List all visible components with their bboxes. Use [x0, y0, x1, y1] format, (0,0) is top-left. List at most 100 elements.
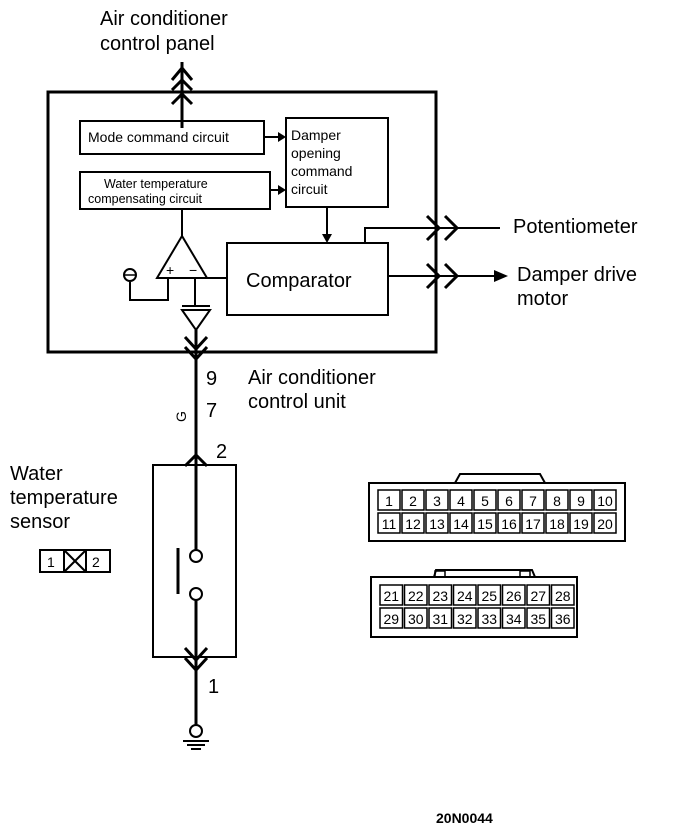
connector-b-pin-cell	[428, 607, 453, 629]
control-panel-label-1: Air conditioner	[100, 8, 228, 30]
connector-b-pin-label: 35	[530, 611, 546, 627]
pin-9-label: 9	[206, 368, 217, 390]
connector-a-pin-cell	[497, 512, 521, 534]
ground-icon	[183, 724, 209, 750]
connector-b-pin-label: 30	[408, 611, 424, 627]
damper-cmd-label-1: Damper	[291, 127, 341, 143]
potentiometer-label: Potentiometer	[513, 216, 638, 238]
connector-b-pin-label: 29	[383, 611, 399, 627]
connector-a-pin-label: 16	[501, 516, 517, 532]
connector-b-pin-label: 31	[432, 611, 448, 627]
op-amp-minus: −	[189, 262, 197, 278]
connector-b-pin-label: 25	[481, 588, 497, 604]
connector-b-pin-cell	[403, 584, 428, 606]
connector-a-pin-cell	[569, 512, 593, 534]
connector-a-pin-label: 20	[597, 516, 613, 532]
damper-cmd-label-2: opening	[291, 145, 341, 161]
sensor-label-3: sensor	[10, 511, 70, 533]
connector-b-pin-cell	[501, 607, 526, 629]
connector-a-pin-label: 15	[477, 516, 493, 532]
connector-b-pin-cell	[526, 584, 551, 606]
connector-a-pin-cell	[521, 489, 545, 511]
damper-to-comparator-arrow	[322, 207, 332, 243]
connector-a-pin-label: 3	[433, 493, 441, 509]
connector-b-pin-cell	[477, 584, 502, 606]
connector-b-pin-cell	[550, 584, 575, 606]
pin-1-label: 1	[208, 676, 219, 698]
damper-command-box	[285, 117, 389, 208]
connector-a-pin-label: 1	[385, 493, 393, 509]
damper-cmd-label-4: circuit	[291, 181, 328, 197]
connector-b-pin-label: 22	[408, 588, 424, 604]
connector-b-pin-label: 23	[432, 588, 448, 604]
water-to-damper-arrow	[270, 185, 286, 195]
connector-b-pin-label: 21	[383, 588, 399, 604]
damper-motor-connector	[388, 262, 508, 290]
thermo-switch	[176, 468, 203, 668]
connector-a-pin-cell	[569, 489, 593, 511]
sensor-label-1: Water	[10, 463, 63, 485]
connector-a-pin-label: 2	[409, 493, 417, 509]
connector-b-pin-cell	[477, 607, 502, 629]
damper-motor-label-2: motor	[517, 288, 568, 310]
connector-a-pin-cell	[425, 512, 449, 534]
connector-a-pin-label: 6	[505, 493, 513, 509]
connector-a-pin-cell	[473, 489, 497, 511]
connector-b-pin-cell	[379, 607, 404, 629]
connector-a-pin-cell	[545, 512, 569, 534]
water-comp-label-2: compensating circuit	[88, 192, 202, 206]
connector-b-pin-label: 24	[457, 588, 473, 604]
connector-b-pin-label: 36	[555, 611, 571, 627]
connector-b-pin-cell	[452, 584, 477, 606]
control-unit-label-2: control unit	[248, 391, 346, 413]
connector-a-pin-label: 17	[525, 516, 541, 532]
connector-a-pin-label: 11	[382, 516, 397, 532]
sensor-label-2: temperature	[10, 487, 118, 509]
connector-b-pin-label: 34	[506, 611, 522, 627]
connector-a-pin-label: 19	[573, 516, 589, 532]
connector-a-pin-cell	[377, 489, 401, 511]
comparator-label: Comparator	[246, 270, 352, 292]
diagram-code: 20N0044	[436, 810, 493, 826]
connector-a-pin-cell	[449, 489, 473, 511]
connector-a-pin-label: 14	[453, 516, 469, 532]
connector-b-pin-cell	[550, 607, 575, 629]
wire-color-label: G	[173, 411, 189, 422]
connector-a-pin-cell	[449, 512, 473, 534]
connector-a-pin-cell	[401, 512, 425, 534]
connector-a-pin-cell	[497, 489, 521, 511]
control-panel-label-2: control panel	[100, 33, 215, 55]
connector-a-pin-label: 10	[597, 493, 613, 509]
connector-a-pin-label: 18	[549, 516, 565, 532]
connector-b-pin-label: 32	[457, 611, 473, 627]
mode-to-damper-arrow	[264, 132, 286, 142]
connector-a-pin-label: 5	[481, 493, 489, 509]
connector-a-pin-cell	[593, 489, 617, 511]
connector-b-pin-label: 26	[506, 588, 522, 604]
control-unit-label-1: Air conditioner	[248, 367, 376, 389]
connector-b-pin-label: 33	[481, 611, 497, 627]
damper-cmd-label-3: command	[291, 163, 352, 179]
sensor-conn-pin-1: 1	[47, 554, 55, 570]
connector-b-pin-cell	[526, 607, 551, 629]
connector-b-pin-cell	[452, 607, 477, 629]
connector-a-pin-label: 12	[405, 516, 421, 532]
connector-b-pin-cell	[379, 584, 404, 606]
connector-a-pin-label: 9	[577, 493, 585, 509]
potentiometer-connector	[364, 214, 500, 243]
connector-a-pin-cell	[425, 489, 449, 511]
op-amp-plus: +	[166, 262, 174, 278]
pin-2-connector	[183, 452, 209, 468]
water-comp-label-1: Water temperature	[104, 177, 208, 191]
mode-command-label: Mode command circuit	[88, 129, 229, 145]
connector-a-pin-cell	[545, 489, 569, 511]
connector-a-pin-cell	[521, 512, 545, 534]
control-unit-box	[46, 90, 438, 354]
connector-a-pin-label: 13	[429, 516, 445, 532]
connector-a-pin-cell	[401, 489, 425, 511]
connector-b-pin-cell	[403, 607, 428, 629]
connector-a-pin-cell	[473, 512, 497, 534]
